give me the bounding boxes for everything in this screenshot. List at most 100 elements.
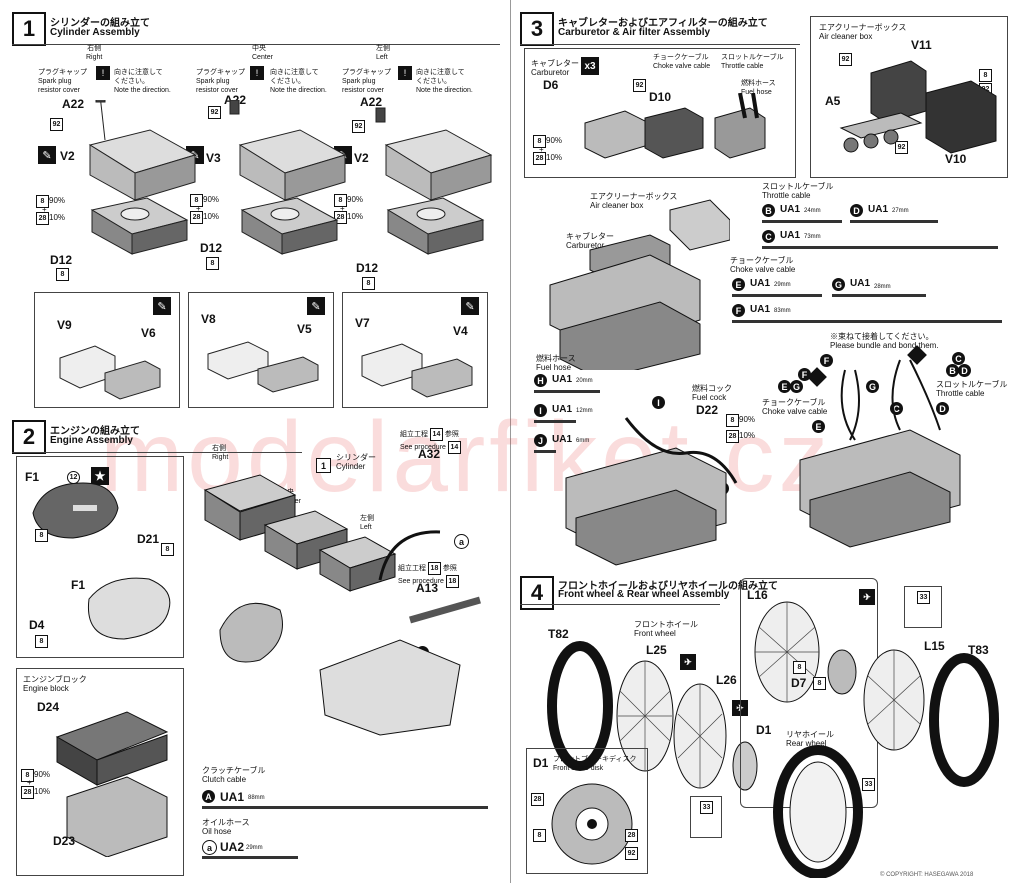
cable-H-marker: H xyxy=(534,374,547,387)
part-a5: A5 xyxy=(825,94,841,108)
pct10: 10% xyxy=(739,431,756,440)
oil-hose-length: 29mm xyxy=(246,845,263,851)
part-l16: L16 xyxy=(747,588,768,602)
part-t83: T83 xyxy=(968,643,989,657)
paint-28-badge: 28 xyxy=(531,793,544,806)
paint-92-badge: 92 xyxy=(208,106,221,119)
part-d6: D6 xyxy=(543,78,559,92)
paint-92-badge: 92 xyxy=(352,120,365,133)
cable-a-marker: a xyxy=(202,840,217,855)
paint-33-badge: 33 xyxy=(917,591,930,604)
caution-icon: ! xyxy=(250,66,264,80)
ref-procedure-18: 組立工程 18 参照 See procedure 18 xyxy=(398,562,459,588)
pct10: 10% xyxy=(347,212,364,221)
part-v9: V9 xyxy=(57,318,72,332)
rear-hub-drawing xyxy=(754,601,857,703)
part-v8: V8 xyxy=(201,312,216,326)
part-d10: D10 xyxy=(649,90,672,104)
pct10: 10% xyxy=(49,213,66,222)
paint-brush-icon: ✎ xyxy=(461,297,479,315)
plus: + xyxy=(42,205,47,214)
tire-note-box: 33 xyxy=(690,796,722,838)
step4-title-en: Front wheel & Rear wheel Assembly xyxy=(558,589,730,600)
cover-inner-drawing xyxy=(87,577,171,640)
paint-8-badge: 8 xyxy=(161,543,174,556)
cable-D-marker: D xyxy=(958,364,971,377)
step1-ref-badge: 1 xyxy=(316,458,331,473)
plus: + xyxy=(539,145,544,154)
paint-8-badge: 8 xyxy=(726,414,739,427)
paint-8-badge: 8 xyxy=(190,194,203,207)
engine-fuel-drawing xyxy=(565,417,738,566)
cable-E-marker: E xyxy=(732,278,745,291)
head-halves-drawing xyxy=(207,341,319,393)
paint-33-badge: 33 xyxy=(700,801,713,814)
caution-icon: ! xyxy=(398,66,412,80)
paint-8-badge: 8 xyxy=(206,257,219,270)
cable-a-marker: a xyxy=(454,534,469,549)
step1-title-jp: シリンダーの組み立て xyxy=(50,18,150,29)
part-d12: D12 xyxy=(200,241,223,255)
paint-28-badge: 28 xyxy=(36,212,49,225)
cable-E-marker: E xyxy=(812,420,825,433)
paint-8-badge: 8 xyxy=(533,135,546,148)
cylinder-center xyxy=(229,100,347,255)
part-v10: V10 xyxy=(945,152,967,166)
plus: + xyxy=(196,204,201,213)
head-halves-drawing xyxy=(361,343,473,398)
cable-I-marker: I xyxy=(534,404,547,417)
part-v7: V7 xyxy=(355,316,370,330)
cylinder-drawings xyxy=(88,100,493,255)
direction-note: 向きに注意してください。Note the direction. xyxy=(114,69,171,94)
rear-wheel-drawing xyxy=(863,649,999,787)
step2-title-jp: エンジンの組み立て xyxy=(50,426,140,437)
paint-28-badge: 28 xyxy=(190,211,203,224)
part-v6: V6 xyxy=(141,326,156,340)
paint-33-badge: 33 xyxy=(862,778,875,791)
cable-code: UA1 xyxy=(552,374,573,385)
cable-scale xyxy=(762,246,998,249)
cable-C-marker: C xyxy=(762,230,775,243)
part-d4: D4 xyxy=(29,618,45,632)
part-a13: A13 xyxy=(416,581,439,595)
step4-title-jp: フロントホイールおよびリヤホイールの組み立て xyxy=(558,581,778,592)
cable-code: UA1 xyxy=(750,278,771,289)
cable-F-marker: F xyxy=(820,354,833,367)
part-d1: D1 xyxy=(756,723,772,737)
paint-8-badge: 8 xyxy=(362,277,375,290)
cable-length: 24mm xyxy=(804,208,821,214)
brake-disk-drawing xyxy=(551,783,633,865)
pct10: 10% xyxy=(546,153,563,162)
paint-8-badge: 8 xyxy=(533,829,546,842)
rear-tire-note: 33 xyxy=(904,586,942,628)
paint-92-badge: 92 xyxy=(839,53,852,66)
paint-92-badge: 92 xyxy=(633,79,646,92)
cable-length: 20mm xyxy=(576,378,593,384)
part-v5: V5 xyxy=(297,322,312,336)
cable-D-marker: D xyxy=(936,402,949,415)
pct90: 90% xyxy=(546,136,563,145)
engine-assembly-drawing xyxy=(203,474,481,736)
paint-28-badge: 28 xyxy=(21,786,34,799)
cylinder-left xyxy=(375,107,493,255)
part-a22: A22 xyxy=(360,95,383,109)
cable-scale xyxy=(732,320,1002,323)
cable-scale xyxy=(732,294,822,297)
part-v2: V2 xyxy=(60,149,75,163)
part-a32: A32 xyxy=(418,447,441,461)
cable-G-marker: G xyxy=(790,380,803,393)
